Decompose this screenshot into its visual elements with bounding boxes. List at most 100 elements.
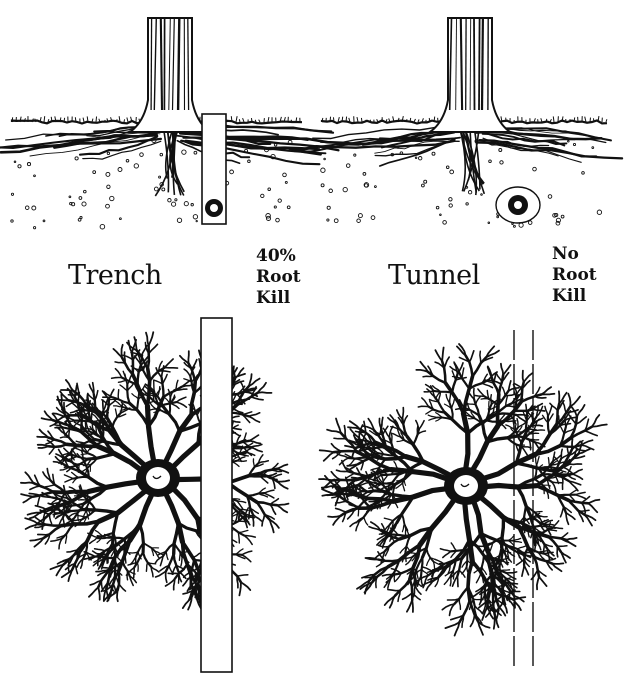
root-branch — [503, 365, 510, 375]
grass-tuft — [550, 119, 551, 122]
root-branch — [232, 499, 240, 500]
root-branch — [531, 570, 537, 579]
root-branch — [118, 390, 119, 400]
root-branch — [137, 393, 139, 410]
root-branch — [384, 482, 393, 483]
root-branch — [232, 462, 239, 467]
root-branch — [537, 577, 539, 590]
root-branch — [478, 454, 535, 480]
soil-speck — [230, 170, 234, 174]
soil-speck — [285, 181, 287, 183]
soil-speck — [191, 204, 193, 206]
root-branch — [443, 551, 451, 557]
root-branch — [536, 457, 537, 465]
root-branch — [120, 385, 127, 391]
soil-speck — [324, 158, 326, 160]
root-branch — [553, 528, 563, 529]
trench-stat-line: Root — [256, 267, 301, 288]
root-branch — [545, 406, 548, 416]
soil-speck — [184, 202, 188, 206]
grass-tuft — [96, 116, 97, 122]
root-branch — [379, 418, 381, 429]
root-branch — [72, 472, 79, 477]
root-branch — [529, 433, 539, 434]
root-branch — [440, 549, 450, 552]
root-branch — [481, 399, 489, 400]
root-branch — [522, 552, 532, 553]
root-branch — [327, 494, 340, 495]
root-branch — [35, 506, 46, 510]
root-branch — [452, 371, 456, 380]
root-branch — [119, 584, 126, 591]
soil-speck — [327, 206, 330, 209]
trench-strip — [201, 318, 232, 672]
soil-speck — [592, 147, 594, 149]
grass-tuft — [124, 119, 125, 122]
grass-tuft — [377, 119, 378, 122]
root-branch — [95, 549, 105, 551]
soil-speck — [357, 219, 361, 223]
root-branch — [319, 479, 333, 480]
root-branch — [573, 470, 582, 475]
root-branch — [243, 517, 254, 518]
root-branch — [264, 490, 274, 493]
root-branch — [575, 495, 585, 499]
root-branch — [498, 394, 499, 426]
root-branch — [57, 400, 68, 401]
soil-speck — [497, 216, 499, 218]
root-branch — [392, 535, 411, 536]
tunnel-stat-line: Root — [552, 265, 597, 286]
soil-speck — [126, 159, 129, 162]
root-branch — [560, 445, 581, 447]
root-branch — [407, 600, 412, 612]
bark-line — [479, 18, 480, 110]
root-branch — [541, 387, 551, 394]
root-branch — [334, 438, 346, 439]
root-branch — [456, 408, 465, 409]
root-branch — [64, 415, 82, 416]
root-branch — [385, 539, 400, 552]
root-branch — [413, 429, 419, 444]
grass-tuft — [296, 117, 297, 122]
soil-speck — [327, 219, 329, 221]
soil-speck — [93, 171, 96, 174]
root-branch — [462, 368, 464, 378]
root-branch — [76, 441, 84, 443]
root-branch — [238, 530, 248, 532]
root-branch — [250, 447, 262, 452]
root-branch — [174, 579, 175, 590]
root-branch — [237, 575, 248, 576]
root-branch — [444, 576, 451, 585]
root-branch — [98, 587, 99, 600]
soil-speck — [533, 167, 537, 171]
root-branch — [78, 516, 87, 517]
soil-speck — [466, 203, 468, 205]
root-branch — [391, 433, 392, 444]
root-branch — [489, 401, 490, 409]
grass-tuft — [239, 119, 240, 122]
soil-speck — [375, 186, 377, 188]
soil-speck — [43, 220, 45, 222]
root-branch — [137, 563, 138, 572]
soil-speck — [18, 165, 21, 168]
soil-speck — [107, 185, 110, 188]
root-branch — [475, 396, 484, 397]
root-branch — [89, 434, 96, 435]
root-branch — [166, 551, 168, 559]
soil-speck — [162, 188, 165, 191]
soil-speck — [346, 164, 350, 168]
root-branch — [242, 551, 252, 555]
root-branch — [459, 600, 469, 622]
root-branch — [122, 345, 123, 358]
root-branch — [89, 587, 98, 597]
root-branch — [132, 394, 139, 399]
soil-speck — [14, 161, 16, 163]
soil-speck — [422, 184, 425, 187]
root-branch — [457, 576, 458, 587]
root-branch — [546, 559, 555, 562]
root-branch — [552, 482, 563, 483]
grass-tuft — [357, 117, 358, 122]
grass-tuft — [414, 119, 415, 122]
root-branch — [37, 437, 48, 438]
